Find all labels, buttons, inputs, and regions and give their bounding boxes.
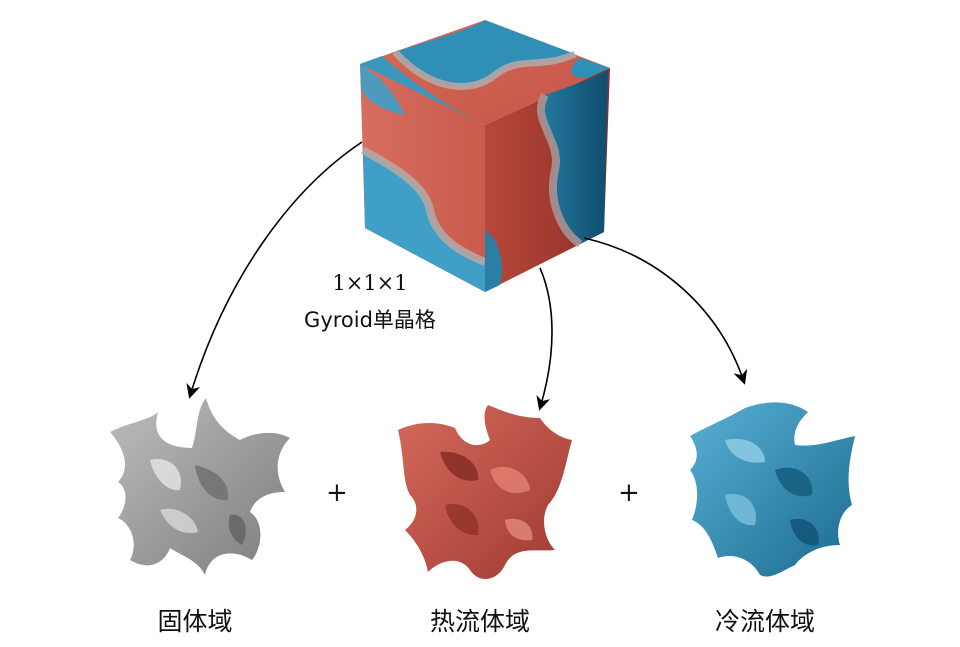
plus-sign-1: +: [326, 478, 348, 508]
cube-right-bottom-blue: [485, 230, 502, 292]
cube-top-blue-region: [395, 20, 575, 87]
arrow-to-cold-fluid-domain: [583, 237, 748, 385]
solid-domain-label: 固体域: [157, 607, 233, 636]
plus-sign-2: +: [618, 478, 640, 508]
arrow-to-hot-fluid-domain: [536, 267, 553, 411]
cube-right-band: [536, 92, 583, 248]
cold-fluid-domain-shape: [690, 402, 855, 577]
cube-top-blue-region-2: [360, 56, 485, 125]
arrow-to-solid-domain: [186, 141, 363, 399]
cube-left-blue-region: [363, 150, 485, 292]
cold-fluid-domain-label: 冷流体域: [714, 607, 815, 636]
cube-label-dimensions: 1×1×1: [332, 271, 408, 295]
cube-top-right-blue: [571, 58, 610, 79]
solid-domain-shape: [110, 398, 290, 575]
hot-fluid-domain-label: 热流体域: [429, 607, 530, 636]
cube-left-top-blue: [360, 64, 405, 115]
hot-fluid-domain-shape: [398, 405, 572, 580]
cube-top-band: [392, 49, 577, 90]
cube-left-band: [361, 146, 487, 266]
gyroid-unit-cell-cube: [360, 20, 610, 292]
cube-label-title: Gyroid单晶格: [304, 308, 436, 332]
